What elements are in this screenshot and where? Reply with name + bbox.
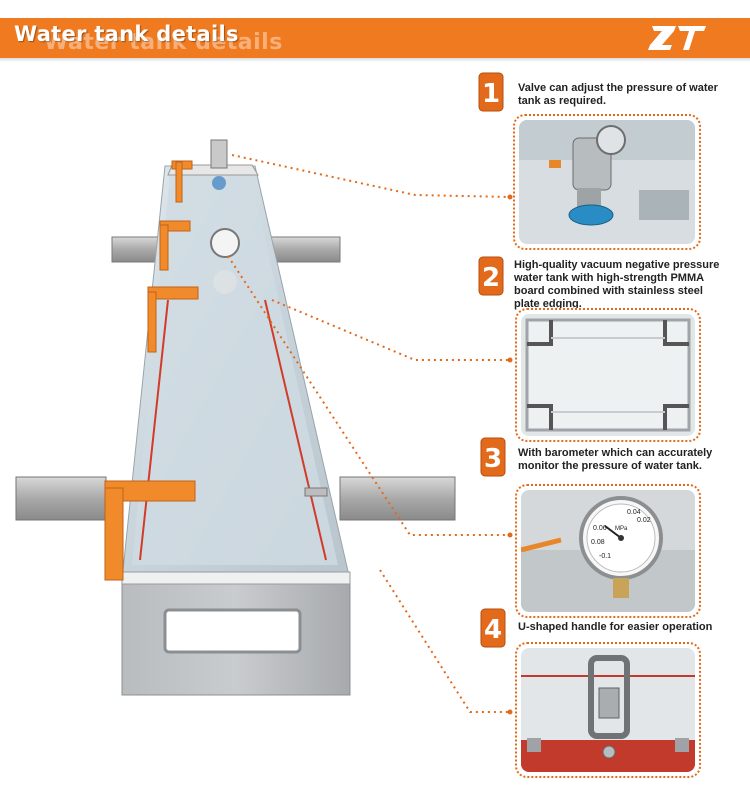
svg-text:-0.1: -0.1 (599, 553, 611, 560)
callout-number-2-label: 2 (482, 263, 500, 293)
callout-text-2: High-quality vacuum negative pressure wa… (514, 259, 720, 310)
handle-icon (521, 648, 695, 772)
header-banner (0, 18, 750, 58)
valve-photo (513, 114, 701, 250)
zt-logo: ZT (648, 22, 706, 50)
callout-text-3: With barometer which can accurately moni… (518, 447, 713, 472)
callout-number-4-label: 4 (484, 615, 502, 645)
callout-text-4: U-shaped handle for easier operation (518, 621, 713, 633)
callout-number-2: 2 (478, 256, 504, 296)
callout-number-4: 4 (480, 608, 506, 648)
logo-text: ZT (648, 22, 650, 23)
valve-icon (519, 120, 695, 244)
banner-title: Water tank details (14, 22, 239, 46)
header-shadow (0, 58, 750, 62)
svg-text:0.08: 0.08 (591, 539, 605, 546)
callout-number-1: 1 (478, 72, 504, 112)
tank-corner-photo (515, 308, 701, 442)
svg-text:0.06: 0.06 (593, 525, 607, 532)
banner-title-shadow: Water tank details (44, 30, 283, 55)
water-tank-product-image (15, 139, 456, 696)
handle-photo (515, 642, 701, 778)
pressure-gauge-icon: 0.02 0.04 0.06 0.08 -0.1 MPa (521, 490, 695, 612)
svg-text:MPa: MPa (615, 526, 628, 532)
callout-number-3-label: 3 (484, 444, 502, 474)
callout-number-3: 3 (480, 437, 506, 477)
callout-text-1: Valve can adjust the pressure of water t… (518, 82, 718, 107)
svg-text:0.02: 0.02 (637, 517, 651, 524)
callout-number-1-label: 1 (482, 79, 500, 109)
svg-text:0.04: 0.04 (627, 509, 641, 516)
tank-corner-icon (521, 314, 695, 436)
pressure-gauge-photo: 0.02 0.04 0.06 0.08 -0.1 MPa (515, 484, 701, 618)
